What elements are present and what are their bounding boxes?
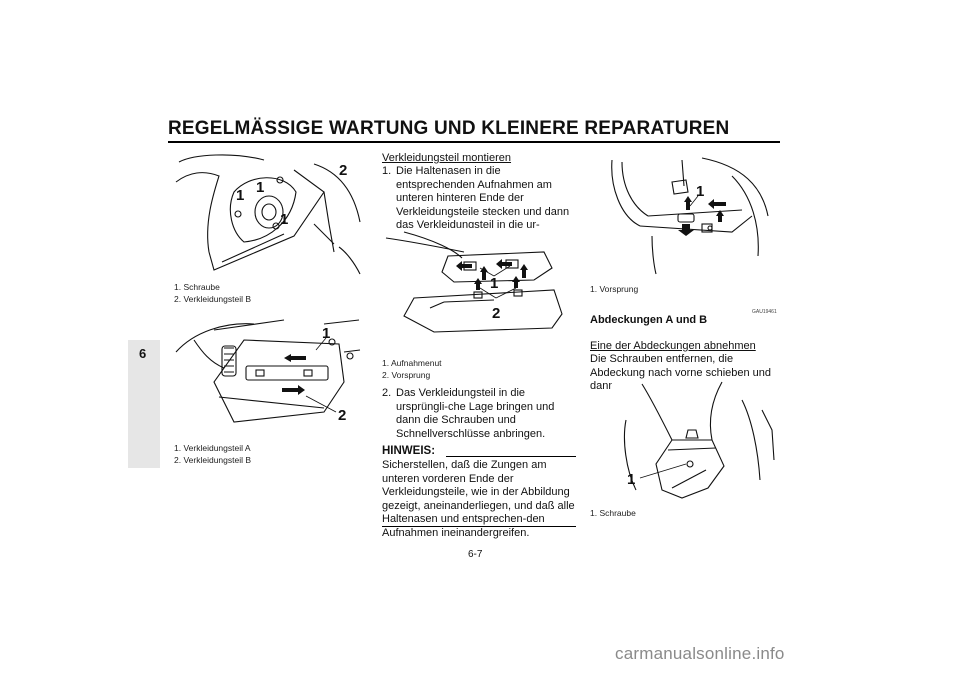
callout-1: 1	[696, 183, 704, 200]
section-heading-montieren: Verkleidungsteil montieren	[382, 152, 512, 164]
figure-tab-slots: 1 2	[384, 228, 572, 352]
fig2-caption-2: 2. Verkleidungsteil B	[174, 455, 252, 465]
step-2: 2. Das Verkleidungsteil in die ursprüngl…	[382, 387, 578, 443]
chapter-number: 6	[139, 346, 147, 361]
cover-screw-illustration: 1	[623, 381, 775, 499]
fig2-caption-1: 1. Verkleidungsteil A	[174, 443, 251, 453]
figure-tab: 1	[592, 156, 780, 280]
callout-1: 1	[322, 325, 330, 342]
callout-2: 2	[339, 162, 347, 179]
tab-slots-illustration: 1 2	[385, 231, 563, 333]
callout-1c: 1	[280, 211, 288, 228]
figure-fairing-parts: 1 2	[174, 312, 362, 436]
callout-1a: 1	[236, 187, 244, 204]
note-text: Sicherstellen, daß die Zungen am unteren…	[382, 459, 575, 539]
header-rule	[168, 141, 780, 143]
step-2-text: Das Verkleidungsteil in die ursprüngli-c…	[396, 387, 555, 440]
tab-illustration: 1	[611, 157, 769, 275]
note-label: HINWEIS:	[382, 445, 436, 457]
callout-2: 2	[492, 305, 500, 322]
fairing-parts-illustration: 1 2	[175, 319, 361, 424]
page-title: REGELMÄSSIGE WARTUNG UND KLEINERE REPARA…	[168, 118, 730, 139]
fig3-caption-1: 1. Aufnahmenut	[382, 358, 442, 368]
fig4-caption-1: 1. Vorsprung	[590, 284, 639, 294]
callout-2: 2	[338, 407, 346, 424]
chapter-tab	[128, 340, 160, 468]
fig1-caption-2: 2. Verkleidungsteil B	[174, 294, 252, 304]
note-top-rule	[446, 456, 576, 457]
fig1-caption-1: 1. Schraube	[174, 282, 220, 292]
figure-fairing-screws: 1 1 1 2	[174, 152, 362, 276]
fig3-caption-2: 2. Vorsprung	[382, 370, 431, 380]
sub-heading-abnehmen: Eine der Abdeckungen abnehmen	[590, 340, 756, 352]
note-bottom-rule	[382, 526, 576, 527]
watermark-text: carmanualsonline.info	[615, 644, 785, 663]
page-number: 6-7	[468, 549, 483, 560]
callout-1b: 1	[256, 179, 264, 196]
fig5-caption-1: 1. Schraube	[590, 508, 636, 518]
figure-cover-screw: 1	[612, 380, 780, 504]
step-2-number: 2.	[382, 387, 392, 399]
fairing-screws-illustration: 1 1 1 2	[175, 154, 361, 275]
callout-1: 1	[627, 471, 635, 488]
section-title-abdeckungen: Abdeckungen A und B	[590, 314, 708, 326]
step-1-number: 1.	[382, 165, 392, 177]
callout-1: 1	[490, 275, 498, 292]
reference-code: GAU19461	[752, 309, 777, 315]
